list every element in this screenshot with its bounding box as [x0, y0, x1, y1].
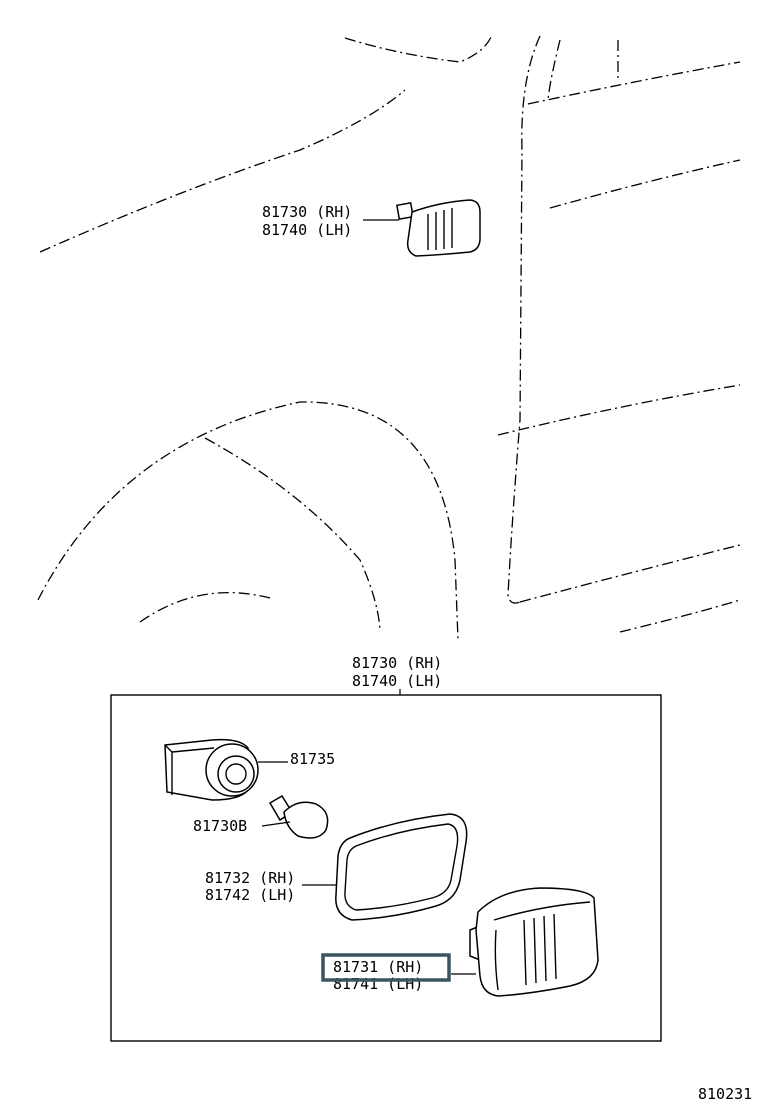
- label-box-assembly-lh: 81740 (LH): [352, 672, 442, 690]
- socket-part: [164, 738, 259, 801]
- label-bulb: 81730B: [193, 817, 247, 835]
- diagram-id: 810231: [698, 1085, 752, 1103]
- vehicle-body-outline: [37, 34, 741, 641]
- leader-bulb: [261, 821, 291, 827]
- label-socket: 81735: [290, 750, 335, 768]
- installed-side-marker-lamp: [396, 199, 481, 257]
- exploded-view-frame: [110, 694, 662, 1042]
- label-top-assembly-rh: 81730 (RH): [262, 203, 352, 221]
- highlight-box-lens-rh[interactable]: [321, 953, 451, 982]
- label-lens-lh: 81741 (LH): [333, 975, 423, 993]
- label-lens-rh: 81731 (RH): [333, 958, 423, 976]
- label-gasket-rh: 81732 (RH): [205, 869, 295, 887]
- gasket-part: [335, 813, 468, 921]
- bulb-part: [268, 794, 329, 839]
- label-top-assembly-lh: 81740 (LH): [262, 221, 352, 239]
- label-box-assembly-rh: 81730 (RH): [352, 654, 442, 672]
- label-gasket-lh: 81742 (LH): [205, 886, 295, 904]
- lens-part: [469, 887, 599, 997]
